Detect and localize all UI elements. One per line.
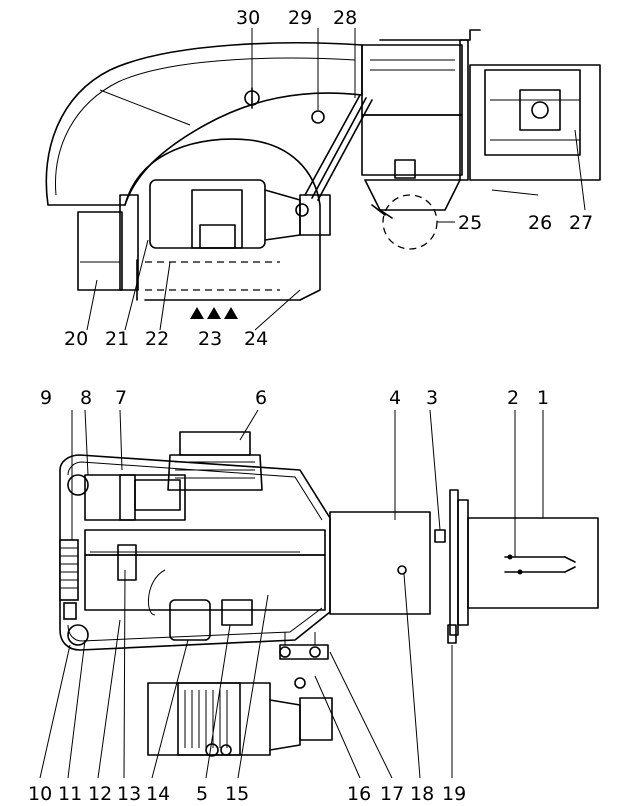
callout-13: 13 — [117, 783, 141, 805]
callout-30: 30 — [236, 7, 260, 29]
callout-29: 29 — [288, 7, 312, 29]
callout-18: 18 — [410, 783, 434, 805]
callout-17: 17 — [380, 783, 404, 805]
callout-4: 4 — [389, 387, 401, 409]
bottom-burner-view — [59, 431, 599, 757]
callout-10: 10 — [28, 783, 52, 805]
callout-3: 3 — [426, 387, 438, 409]
callout-19: 19 — [442, 783, 466, 805]
callout-23: 23 — [198, 328, 222, 350]
top-callouts: 30 29 28 26 27 25 20 21 22 23 24 — [64, 7, 593, 350]
callout-9: 9 — [40, 387, 52, 409]
callout-1: 1 — [537, 387, 549, 409]
top-leader-lines — [86, 28, 586, 331]
callout-22: 22 — [145, 328, 169, 350]
callout-5: 5 — [196, 783, 208, 805]
callout-7: 7 — [115, 387, 127, 409]
callout-26: 26 — [528, 212, 552, 234]
bottom-callouts: 9 8 7 6 4 3 2 1 10 11 12 13 14 5 15 16 1… — [28, 387, 549, 805]
callout-25: 25 — [458, 212, 482, 234]
callout-24: 24 — [244, 328, 268, 350]
callout-6: 6 — [255, 387, 267, 409]
callout-16: 16 — [347, 783, 371, 805]
callout-14: 14 — [146, 783, 170, 805]
callout-8: 8 — [80, 387, 92, 409]
callout-21: 21 — [105, 328, 129, 350]
callout-15: 15 — [225, 783, 249, 805]
callout-2: 2 — [507, 387, 519, 409]
bottom-leader-lines — [39, 409, 544, 779]
callout-12: 12 — [88, 783, 112, 805]
callout-20: 20 — [64, 328, 88, 350]
callout-28: 28 — [333, 7, 357, 29]
callout-27: 27 — [569, 212, 593, 234]
top-burner-view — [45, 29, 601, 319]
callout-11: 11 — [58, 783, 82, 805]
